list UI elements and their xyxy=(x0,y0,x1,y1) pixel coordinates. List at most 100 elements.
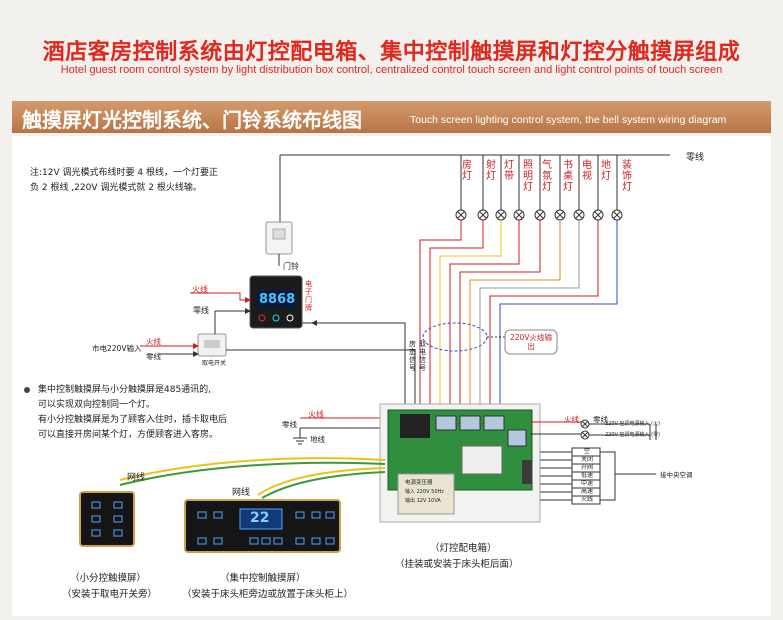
net-label-central: 网线 xyxy=(232,488,251,498)
box-neutral-label: 零线 xyxy=(593,415,608,424)
section-band xyxy=(12,101,771,133)
central-panel-key xyxy=(197,511,207,519)
doorbell-unit xyxy=(265,221,293,266)
transformer-label-3: 输出 12V 10VA xyxy=(405,498,441,504)
net-wire-small-2 xyxy=(119,461,386,486)
distribution-box xyxy=(379,403,541,523)
neutral-mid-label: 零线 xyxy=(282,420,297,429)
ac-terminal-label: 火线 xyxy=(580,496,593,503)
ac-terminal-label: 高速 xyxy=(580,488,593,495)
central-panel-key xyxy=(213,511,223,519)
ac-terminal-label: 低速 xyxy=(580,472,593,479)
doorbell-label: 门铃 xyxy=(283,262,299,271)
room-status-label: 房态信号 xyxy=(409,340,416,372)
note-bottom-2: 可以实现双向控制同一个灯。 xyxy=(38,400,156,410)
net-wire-central-1 xyxy=(257,467,386,496)
section-title-cn: 触摸屏灯光控制系统、门铃系统布线图 xyxy=(22,108,362,132)
lamp-label: 气氛灯 xyxy=(542,160,552,193)
note-top-1: 注:12V 调光模式布线时要 4 根线，一个灯要正 xyxy=(30,168,218,178)
mains-live-label: 火线 xyxy=(146,337,161,346)
header-title-cn: 酒店客房控制系统由灯控配电箱、集中控制触摸屏和灯控分触摸屏组成 xyxy=(42,40,741,65)
ac-terminal-label: 开阀 xyxy=(580,464,593,471)
neutral-top-label: 零线 xyxy=(686,153,705,163)
small-panel-caption-sub: （安装于取电开关旁） xyxy=(62,589,158,600)
lamp-feed-wire xyxy=(419,220,462,404)
lamp-label: 地灯 xyxy=(601,160,611,182)
central-panel-key xyxy=(311,511,321,519)
box-live-label: 火线 xyxy=(564,415,579,424)
central-panel-key xyxy=(261,537,271,545)
central-panel-key xyxy=(213,537,223,545)
ac-terminal-lines xyxy=(540,447,601,505)
lamp-feed-wire xyxy=(469,220,561,404)
output-label: 220V火线输出 xyxy=(510,333,552,351)
note-bottom-3: 有小分控触摸屏是为了顾客入住时，插卡取电后 xyxy=(38,415,228,425)
lamp-feed-wire xyxy=(499,220,618,404)
small-touch-panel xyxy=(79,491,135,547)
ac-terminal-label: 中速 xyxy=(580,480,593,487)
lamp-feed-wire xyxy=(449,220,520,404)
output-group-ellipse xyxy=(422,322,488,352)
card-signal-wire xyxy=(226,349,416,410)
lamp-feed-wire xyxy=(459,220,541,404)
bullet-icon xyxy=(24,387,30,393)
output-label-box xyxy=(504,329,558,355)
live-to-doorplate xyxy=(190,292,251,303)
lamp-feed-wire xyxy=(489,220,599,404)
lamp-label: 房灯 xyxy=(462,160,472,182)
doorplate-display: 8868 xyxy=(259,292,296,307)
lamp-wires xyxy=(419,220,618,404)
transformer-label-1: 电源变压器 xyxy=(405,480,433,486)
ac-terminal-label: 关闭 xyxy=(580,456,593,463)
ac-panel-label: 接中央空调 xyxy=(660,471,693,479)
central-panel-key xyxy=(197,537,207,545)
diagram-panel xyxy=(12,136,771,616)
lamp-label: 书桌灯 xyxy=(563,160,573,193)
central-panel-key xyxy=(295,537,305,545)
central-panel-key xyxy=(249,537,259,545)
net-label-small: 网线 xyxy=(127,473,146,483)
net-wire-small-1 xyxy=(119,457,386,481)
ac-input-live-label: 220V 空调电源输入 (火) xyxy=(605,421,661,427)
doorplate-side-label: 电子门牌 xyxy=(305,280,312,312)
central-panel-key xyxy=(273,537,283,545)
central-panel-key xyxy=(311,537,321,545)
note-bottom-1: 集中控制触摸屏与小分触摸屏是485通讯的, xyxy=(38,385,212,395)
note-bottom-4: 可以直接开房间某个灯，方便顾客进入客房。 xyxy=(38,430,219,440)
header-title-en: Hotel guest room control system by light… xyxy=(60,64,723,76)
live-mid-label: 火线 xyxy=(308,410,324,419)
lamp-label: 射灯 xyxy=(486,160,496,182)
central-panel-caption-sub: （安装于床头柜旁边或放置于床头柜上） xyxy=(182,589,354,600)
lamp-row xyxy=(455,155,623,221)
ground-label: 地线 xyxy=(310,435,325,444)
central-panel-caption: （集中控制触摸屏） xyxy=(220,573,306,584)
mains-label: 市电220V输入 xyxy=(92,344,142,353)
ac-terminal-label: 空 xyxy=(583,448,590,455)
lamp-feed-wire xyxy=(429,220,484,404)
central-panel-key xyxy=(325,511,335,519)
small-panel-caption: （小分控触摸屏） xyxy=(70,573,147,584)
lamp-feed-wire xyxy=(479,220,580,404)
lamp-label: 装饰灯 xyxy=(622,160,632,193)
net-wire-central-2 xyxy=(261,471,386,499)
room-status-wire xyxy=(302,322,406,410)
lamp-feed-wire xyxy=(439,220,502,404)
box-caption: （灯控配电箱） xyxy=(430,543,497,554)
card-switch-label: 取电开关 xyxy=(202,360,227,367)
mains-neutral-label: 零线 xyxy=(146,352,161,361)
transformer-label-2: 输入 220V 50Hz xyxy=(405,489,444,495)
central-panel-key xyxy=(325,537,335,545)
central-panel-key xyxy=(295,511,305,519)
card-signal-label: 取电信号 xyxy=(419,340,426,372)
card-switch-unit xyxy=(197,333,227,357)
neutral-label-top: 零线 xyxy=(193,306,209,315)
lamp-label: 照明灯 xyxy=(523,160,533,193)
central-panel-display: 22 xyxy=(250,510,270,526)
live-label-top: 火线 xyxy=(192,285,208,294)
lamp-label: 电视 xyxy=(582,160,592,182)
note-top-2: 负 2 根线 ,220V 调光模式就 2 根火线输。 xyxy=(30,183,202,193)
box-caption-sub: （挂装或安装于床头柜后面） xyxy=(395,559,519,570)
ac-input-neutral-label: 220V 空调电源输入 (零) xyxy=(605,432,661,438)
section-title-en: Touch screen lighting control system, th… xyxy=(410,114,727,126)
